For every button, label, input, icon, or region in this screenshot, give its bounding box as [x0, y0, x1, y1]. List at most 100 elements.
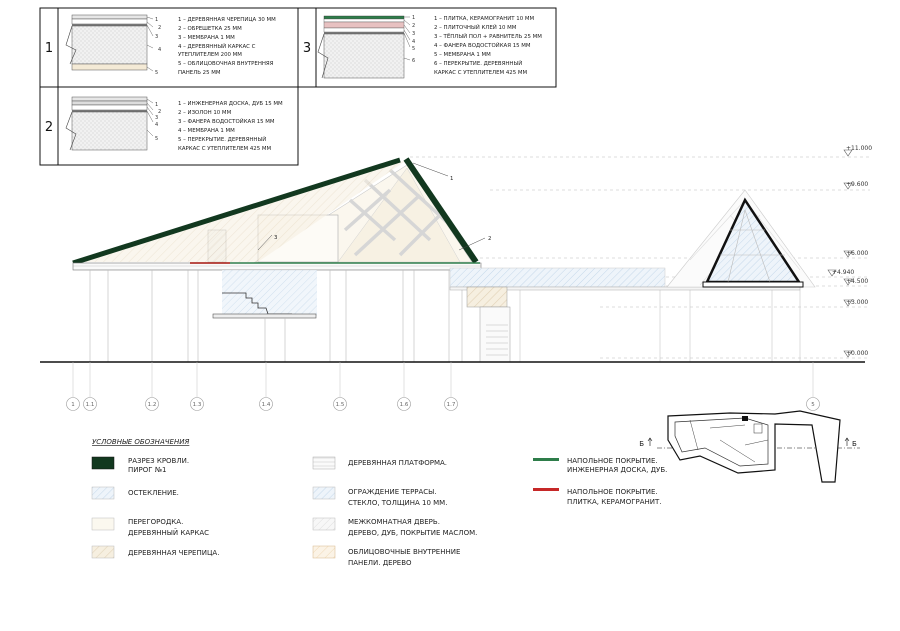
legend-label: ДЕРЕВЯННАЯ ЧЕРЕПИЦА. [128, 549, 219, 557]
s2-line: 4 – МЕМБРАНА 1 ММ [178, 128, 235, 134]
s2-callout-1: 1 [155, 102, 158, 108]
s1-line: 1 – ДЕРЕВЯННАЯ ЧЕРЕПИЦА 30 ММ [178, 17, 276, 23]
axis-label: 1.7 [447, 402, 456, 408]
legend-heading: УСЛОВНЫЕ ОБОЗНАЧЕНИЯ [92, 438, 189, 446]
callout-3: 3 [274, 235, 277, 241]
legend-swatch-floor-tile [533, 488, 559, 491]
s3-callout-5: 5 [412, 46, 415, 52]
s1-line: ПАНЕЛЬ 25 ММ [178, 70, 221, 76]
triangle-pavilion [666, 189, 816, 288]
section-2-sketch: 1 2 3 4 5 [65, 96, 161, 151]
legend-label: ДЕРЕВЯННАЯ ПЛАТФОРМА. [348, 459, 447, 467]
axis-label: 1.4 [262, 402, 271, 408]
axis-label: 5 [811, 402, 815, 408]
legend-label: СТЕКЛО, ТОЛЩИНА 10 ММ. [348, 499, 447, 507]
legend-label: ОСТЕКЛЕНИЕ. [128, 489, 179, 497]
legend-swatch-railing [312, 486, 336, 500]
legend-label: ДЕРЕВЯННЫЙ КАРКАС [128, 528, 209, 537]
axis-label: 1.6 [400, 402, 409, 408]
section-3-sketch: 1 2 3 4 5 6 [317, 15, 415, 79]
legend-swatch-door [312, 517, 336, 531]
s2-line: 1 – ИНЖЕНЕРНАЯ ДОСКА, ДУБ 15 ММ [178, 101, 283, 107]
s1-line: 2 – ОБРЕШЕТКА 25 ММ [178, 26, 242, 32]
legend-label: ПИРОГ №1 [128, 466, 166, 474]
legend-swatch-shingle [91, 545, 115, 559]
s1-callout-2: 2 [158, 25, 161, 31]
s2-callout-3: 3 [155, 115, 158, 121]
legend-swatch-roof [91, 456, 115, 470]
section-number-3: 3 [303, 41, 311, 56]
legend-label: ДЕРЕВО, ДУБ, ПОКРЫТИЕ МАСЛОМ. [348, 529, 477, 537]
s2-line: 5 – ПЕРЕКРЫТИЕ. ДЕРЕВЯННЫЙ [178, 136, 266, 143]
s1-line: 4 – ДЕРЕВЯННЫЙ КАРКАС С [178, 43, 256, 50]
main-house-section [72, 157, 482, 362]
legend-swatch-panels [312, 545, 336, 559]
legend-label: ИНЖЕНЕРНАЯ ДОСКА, ДУБ. [567, 466, 667, 474]
level-label: +11.000 [846, 145, 872, 152]
s2-line: КАРКАС С УТЕПЛИТЕЛЕМ 425 ММ [178, 146, 272, 152]
s2-line: 3 – ФАНЕРА ВОДОСТОЙКАЯ 15 ММ [178, 118, 275, 125]
section-mark-left: Б [639, 440, 644, 448]
level-markers: +11.000 +9.600 +6.000 +4.940 +4.500 +3.0… [410, 145, 872, 359]
section-number-2: 2 [45, 120, 53, 135]
s3-line: 5 – МЕМБРАНА 1 ММ [434, 52, 491, 58]
section-3-description: 1 – ПЛИТКА, КЕРАМОГРАНИТ 10 ММ 2 – ПЛИТО… [434, 16, 542, 76]
section-mark-right: Б [852, 440, 857, 448]
axis-label: 1 [71, 402, 75, 408]
s3-callout-6: 6 [412, 58, 415, 64]
s3-callout-1: 1 [412, 15, 415, 21]
axis-label: 1.5 [336, 402, 345, 408]
s2-callout-2: 2 [158, 109, 161, 115]
key-plan: Б Б [639, 410, 860, 483]
callout-1: 1 [450, 176, 453, 182]
s3-callout-4: 4 [412, 39, 415, 45]
legend-swatch-platform [312, 456, 336, 470]
level-label: +0.000 [846, 350, 868, 357]
s1-callout-4: 4 [158, 47, 161, 53]
legend-label: ПЛИТКА, КЕРАМОГРАНИТ. [567, 498, 661, 506]
s1-line: 3 – МЕМБРАНА 1 ММ [178, 35, 235, 41]
s2-callout-4: 4 [155, 122, 158, 128]
legend: УСЛОВНЫЕ ОБОЗНАЧЕНИЯ РАЗРЕЗ КРОВЛИ. ПИРО… [91, 438, 667, 567]
legend-swatch-floor-oak [533, 458, 559, 461]
callout-2: 2 [488, 236, 491, 242]
layer-details-table: 1 2 3 1 2 3 4 5 1 – ДЕРЕВЯННАЯ ЧЕРЕПИЦА … [39, 7, 557, 166]
level-label: +4.940 [832, 269, 854, 276]
section-1-description: 1 – ДЕРЕВЯННАЯ ЧЕРЕПИЦА 30 ММ 2 – ОБРЕШЕ… [178, 17, 276, 76]
axis-label: 1.3 [193, 402, 202, 408]
axis-label: 1.1 [86, 402, 95, 408]
s2-callout-5: 5 [155, 136, 158, 142]
level-label: +9.600 [846, 181, 868, 188]
level-label: +4.500 [846, 278, 868, 285]
s3-line: 1 – ПЛИТКА, КЕРАМОГРАНИТ 10 ММ [434, 16, 535, 22]
s1-line: 5 – ОБЛИЦОВОЧНАЯ ВНУТРЕННЯЯ [178, 61, 274, 67]
legend-swatch-glazing [91, 486, 115, 500]
terrace-deck [449, 267, 801, 363]
s2-line: 2 – ИЗОЛОН 10 ММ [178, 110, 232, 116]
legend-label: НАПОЛЬНОЕ ПОКРЫТИЕ. [567, 457, 658, 465]
legend-label: ОБЛИЦОВОЧНЫЕ ВНУТРЕННИЕ [348, 548, 460, 556]
legend-label: ПЕРЕГОРОДКА. [128, 518, 183, 526]
legend-label: РАЗРЕЗ КРОВЛИ. [128, 457, 189, 465]
legend-label: НАПОЛЬНОЕ ПОКРЫТИЕ. [567, 488, 658, 496]
s1-callout-1: 1 [155, 17, 158, 23]
s1-line: УТЕПЛИТЕЛЕМ 200 ММ [178, 52, 242, 58]
section-1-sketch: 1 2 3 4 5 [65, 14, 161, 76]
s3-line: 2 – ПЛИТОЧНЫЙ КЛЕЙ 10 ММ [434, 24, 517, 31]
s1-callout-5: 5 [155, 70, 158, 76]
axis-label: 1.2 [148, 402, 157, 408]
s3-line: 3 – ТЁПЛЫЙ ПОЛ + РАВНИТЕЛЬ 25 ММ [434, 33, 542, 40]
s3-line: 6 – ПЕРЕКРЫТИЕ. ДЕРЕВЯННЫЙ [434, 60, 522, 67]
legend-label: МЕЖКОМНАТНАЯ ДВЕРЬ. [348, 518, 440, 526]
level-label: +6.000 [846, 250, 868, 257]
section-callouts: 1 2 3 [257, 162, 491, 251]
grid-axes: 1 1.1 1.2 1.3 1.4 1.5 1.6 1.7 5 [66, 362, 820, 411]
s3-callout-3: 3 [412, 31, 415, 37]
s3-line: 4 – ФАНЕРА ВОДОСТОЙКАЯ 15 ММ [434, 42, 531, 49]
s3-line: КАРКАС С УТЕПЛИТЕЛЕМ 425 ММ [434, 70, 528, 76]
s1-callout-3: 3 [155, 34, 158, 40]
legend-swatch-partition [91, 517, 115, 531]
level-label: +3.000 [846, 299, 868, 306]
legend-label: ОГРАЖДЕНИЕ ТЕРРАСЫ. [348, 488, 437, 496]
